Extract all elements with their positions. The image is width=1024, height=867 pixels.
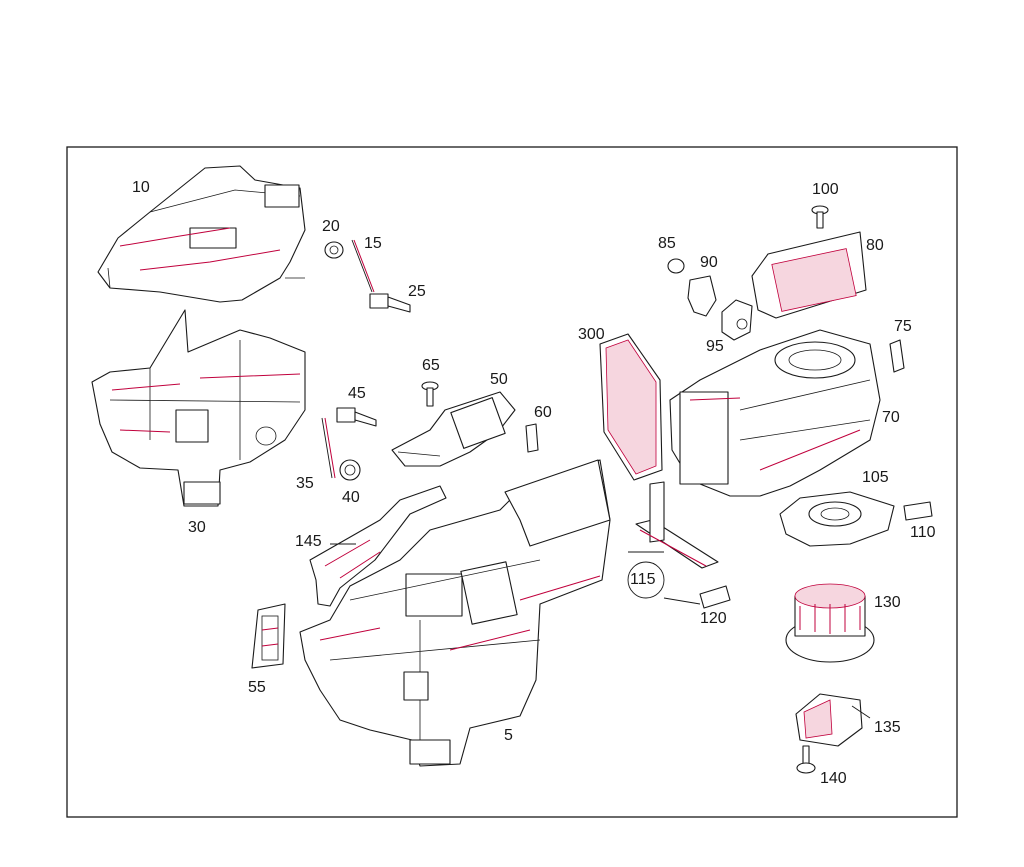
part-300-filter	[599, 333, 663, 481]
part-75-clip	[889, 339, 905, 373]
part-80-cover	[751, 231, 867, 319]
label-90: 90	[700, 254, 718, 271]
part-15-rod	[351, 239, 375, 293]
label-135: 135	[874, 719, 901, 736]
label-55: 55	[248, 679, 266, 696]
part-55-flange	[251, 603, 286, 669]
part-120-clip	[699, 585, 731, 609]
part-60-clip	[525, 423, 539, 453]
part-100-screw	[811, 205, 829, 229]
label-60: 60	[534, 404, 552, 421]
part-90-actuator	[687, 275, 717, 317]
part-70-blower-housing	[669, 329, 881, 497]
label-35: 35	[296, 475, 314, 492]
part-35-rod	[321, 417, 336, 479]
part-30-lower-housing	[91, 309, 306, 507]
label-85: 85	[658, 235, 676, 252]
label-15: 15	[364, 235, 382, 252]
part-85-grommet	[667, 258, 685, 274]
label-300: 300	[578, 326, 605, 343]
part-145-bracket	[309, 485, 447, 607]
label-10: 10	[132, 179, 150, 196]
part-110-connector	[903, 501, 933, 521]
label-20: 20	[322, 218, 340, 235]
label-50: 50	[490, 371, 508, 388]
diagram-frame	[66, 146, 958, 818]
label-80: 80	[866, 237, 884, 254]
part-5-main-housing	[299, 459, 611, 767]
part-50-air-duct	[391, 391, 516, 467]
label-70: 70	[882, 409, 900, 426]
label-95: 95	[706, 338, 724, 355]
label-45: 45	[348, 385, 366, 402]
part-140-screw	[796, 745, 816, 774]
label-140: 140	[820, 770, 847, 787]
label-25: 25	[408, 283, 426, 300]
part-65-screw	[421, 381, 439, 407]
part-105-cover	[779, 491, 895, 547]
label-75: 75	[894, 318, 912, 335]
label-30: 30	[188, 519, 206, 536]
label-105: 105	[862, 469, 889, 486]
label-40: 40	[342, 489, 360, 506]
part-20-fastener	[324, 241, 344, 259]
part-130-blower-motor	[785, 583, 875, 663]
part-40-fitting	[339, 459, 361, 481]
part-95-motor	[721, 299, 753, 341]
part-135-resistor	[795, 693, 871, 747]
part-25-sensor	[369, 293, 411, 313]
label-120: 120	[700, 610, 727, 627]
part-10-upper-housing	[97, 165, 306, 303]
label-145: 145	[295, 533, 322, 550]
part-labels: 10 15 20 25 30 35 40 45 50 55 60 65 5 70…	[132, 179, 936, 787]
label-110: 110	[910, 524, 936, 541]
label-130: 130	[874, 594, 901, 611]
part-115-callout-circle	[627, 551, 701, 605]
part-115-seal-strip	[635, 481, 719, 569]
label-115: 115	[630, 571, 656, 588]
label-5: 5	[504, 727, 513, 744]
label-100: 100	[812, 181, 839, 198]
part-45-sensor	[336, 407, 377, 427]
label-65: 65	[422, 357, 440, 374]
